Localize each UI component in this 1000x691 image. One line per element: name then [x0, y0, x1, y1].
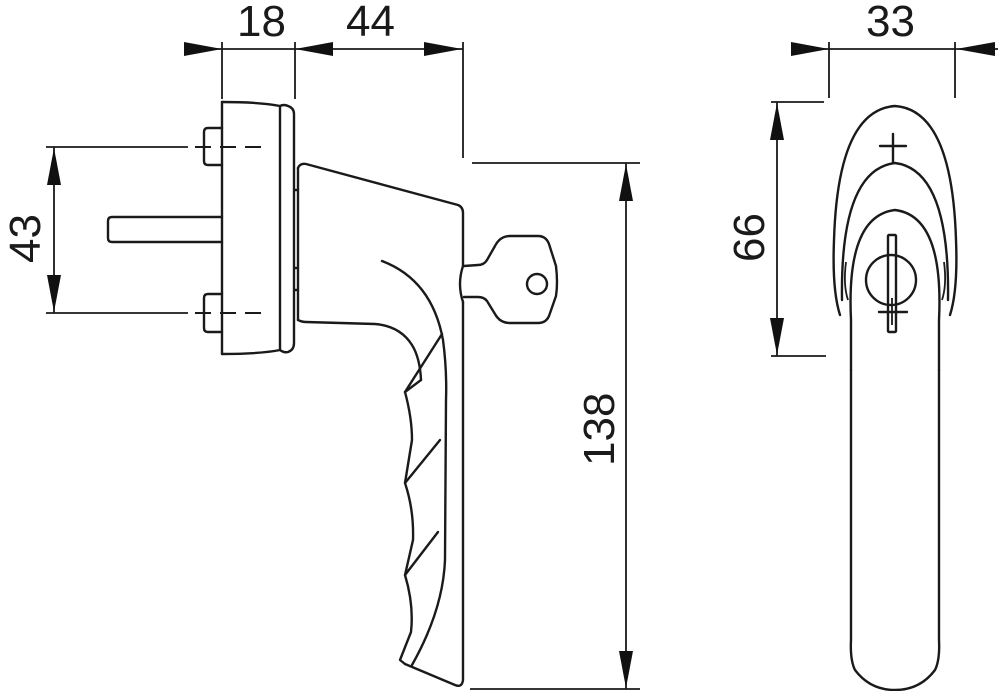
dim-label-33: 33	[866, 0, 915, 46]
dimension-18-44: 18 44	[184, 0, 464, 158]
handle-grip-front	[849, 208, 941, 691]
dim-label-44: 44	[346, 0, 395, 46]
handle-lever	[293, 162, 465, 688]
oval-rosette	[832, 104, 958, 317]
dimension-33: 33	[791, 0, 998, 98]
dimension-66: 66	[725, 101, 826, 357]
fixing-screws	[195, 126, 265, 334]
dimension-43: 43	[1, 146, 188, 314]
dimension-138: 138	[470, 162, 640, 690]
dim-label-66: 66	[725, 213, 774, 262]
dim-label-138: 138	[575, 393, 624, 466]
rosette	[220, 100, 296, 356]
key-icon	[462, 234, 559, 325]
dim-label-18: 18	[237, 0, 286, 46]
front-view: 33 66	[725, 0, 998, 691]
lock-cylinder-icon	[864, 233, 918, 334]
side-view: 18 44 43	[1, 0, 640, 690]
dim-label-43: 43	[1, 214, 50, 263]
square-spindle	[106, 215, 224, 244]
